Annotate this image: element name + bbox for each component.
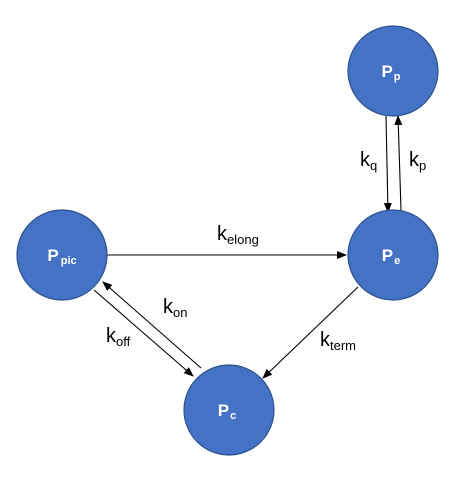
rate-term-base: k <box>320 329 331 351</box>
node-p-pic-base: P <box>47 246 58 265</box>
rate-elong-base: k <box>217 223 228 245</box>
node-p-c-base: P <box>218 401 229 420</box>
arrow-p <box>394 115 403 211</box>
node-p-p-base: P <box>381 62 392 81</box>
arrow-q <box>383 115 392 213</box>
node-p-p-label: Pp <box>381 62 400 83</box>
rate-label-term: kterm <box>320 329 356 353</box>
node-p-c-label: Pc <box>218 401 236 422</box>
node-p-e: Pe <box>347 209 439 301</box>
rate-label-off: koff <box>106 325 131 349</box>
node-p-c: Pc <box>183 364 275 456</box>
rate-term-sub: term <box>330 338 356 353</box>
rate-off-base: k <box>106 325 117 347</box>
node-p-c-circle <box>183 364 275 456</box>
rate-off-sub: off <box>116 334 131 349</box>
node-p-pic-circle <box>16 209 108 301</box>
node-p-e-base: P <box>382 246 393 265</box>
rate-on-sub: on <box>173 305 187 320</box>
arrow-on <box>102 281 202 369</box>
node-p-e-circle <box>347 209 439 301</box>
rate-elong-sub: elong <box>227 232 259 247</box>
node-p-p: Pp <box>347 25 439 117</box>
rate-p-base: k <box>409 149 420 171</box>
node-p-e-label: Pe <box>382 246 400 267</box>
arrow-term <box>262 286 359 379</box>
arrow-off <box>93 289 194 377</box>
node-p-p-circle <box>347 25 439 117</box>
node-p-p-sub: p <box>394 71 401 83</box>
rate-q-sub: q <box>370 158 377 173</box>
rate-label-elong: kelong <box>217 223 259 247</box>
rate-p-sub: p <box>419 158 426 173</box>
rate-q-base: k <box>360 149 371 171</box>
rate-label-q: kq <box>360 149 377 173</box>
node-p-c-sub: c <box>230 410 236 422</box>
node-p-e-sub: e <box>394 255 400 267</box>
rate-label-p: kp <box>409 149 426 173</box>
rate-on-base: k <box>163 296 174 318</box>
rate-label-on: kon <box>163 296 187 320</box>
node-p-pic-sub: pic <box>61 255 77 267</box>
